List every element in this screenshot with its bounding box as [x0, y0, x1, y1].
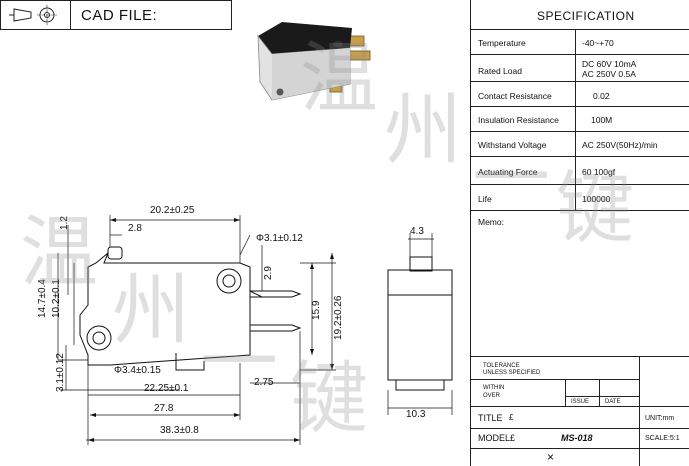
spec-title: SPECIFICATION [537, 9, 635, 23]
product-photo [257, 22, 371, 101]
spec-label-withstand-voltage: Withstand Voltage [478, 140, 547, 150]
spec-label-contact-resistance: Contact Resistance [478, 91, 552, 101]
unit-label: UNIT:mm [645, 415, 675, 422]
dim-2-8: 2.8 [128, 223, 142, 234]
dim-4-3: 4.3 [410, 226, 424, 237]
within-label: WITHIN [483, 385, 505, 391]
spec-label-actuating-force: Actuating Force [478, 167, 538, 177]
spec-value-withstand-voltage: AC 250V(50Hz)/min [582, 140, 658, 150]
watermark-char-2b: 州 [384, 86, 463, 176]
spec-label-rated-load: Rated Load [478, 66, 522, 76]
over-label: OVER [483, 393, 501, 399]
dim-2-9: 2.9 [263, 266, 274, 280]
title-label: TITLE [478, 413, 503, 423]
scale-label: SCALE:5:1 [645, 435, 680, 442]
close-icon: × [547, 450, 555, 464]
dim-phi-3-1: Φ3.1±0.12 [256, 233, 303, 244]
watermark-char-3: 一 [200, 318, 279, 408]
cad-header: CAD FILE: [0, 0, 232, 30]
spec-value-rated-load-ac: AC 250V 0.5A [582, 69, 636, 79]
dim-20-2: 20.2±0.25 [150, 205, 195, 216]
spec-value-life: 100000 [582, 194, 611, 204]
model-value: MS-018 [561, 433, 593, 443]
model-label: MODEL£ [478, 433, 516, 443]
dim-19-2: 19.2±0.26 [333, 295, 344, 340]
dim-27-8: 27.8 [154, 403, 174, 414]
unless-specified-label: UNLESS SPECIFIED [483, 370, 541, 376]
spec-table: SPECIFICATION Temperature -40~+70 Rated … [470, 0, 689, 466]
watermark-char-4: 键 [290, 354, 369, 444]
watermark-char-1: 温 [20, 208, 99, 298]
dim-15-9: 15.9 [311, 300, 322, 320]
dim-38-3: 38.3±0.8 [160, 425, 199, 436]
front-view-drawing [57, 215, 336, 445]
dim-10-3: 10.3 [406, 409, 426, 420]
dim-3-1: 3.1±0.12 [55, 353, 66, 392]
cad-logo-icon [1, 1, 71, 29]
spec-label-temperature: Temperature [478, 38, 526, 48]
spec-value-actuating-force: 60 100gf [582, 167, 616, 177]
spec-label-insulation-resistance: Insulation Resistance [478, 115, 559, 125]
watermark-char-4b: 键 [556, 164, 635, 254]
title-value: £ [509, 413, 514, 422]
memo-label: Memo: [478, 217, 504, 227]
spec-value-rated-load-dc: DC 60V 10mA [582, 59, 637, 69]
watermark-char-3b: 一 [472, 134, 551, 224]
spec-value-insulation-resistance: 100M [591, 115, 613, 125]
cad-file-label: CAD FILE: [81, 7, 158, 24]
tolerance-label: TOLERANCE [483, 363, 520, 369]
watermark-char-1b: 温 [300, 34, 379, 124]
dim-phi-3-4: Φ3.4±0.15 [114, 365, 161, 376]
date-label: DATE [605, 399, 621, 405]
spec-value-contact-resistance: 0.02 [593, 91, 610, 101]
dim-2-75: 2.75 [254, 377, 274, 388]
dim-22-25: 22.25±0.1 [144, 383, 189, 394]
spec-label-life: Life [478, 194, 492, 204]
spec-value-temperature: -40~+70 [582, 38, 614, 48]
issue-label: ISSUE [571, 399, 590, 405]
side-view-drawing [387, 233, 453, 415]
watermark-char-2: 州 [112, 266, 191, 356]
